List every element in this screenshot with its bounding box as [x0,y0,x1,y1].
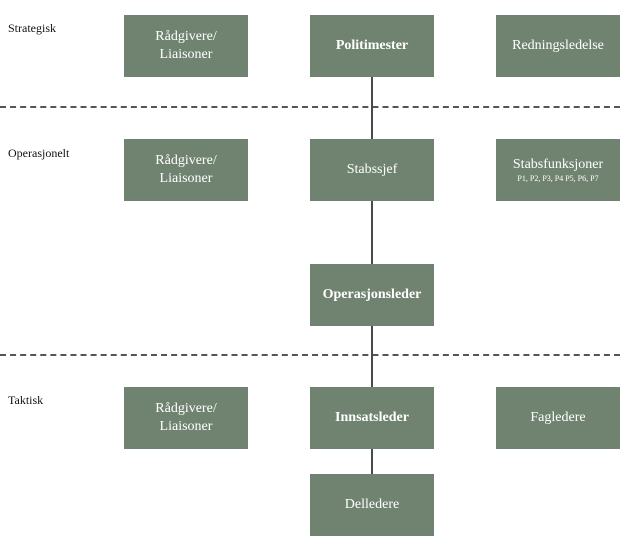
box-police-chief: Politimester [310,15,434,77]
box-incident-commander: Innsatsleder [310,387,434,449]
box-strategic-advisors: Rådgivere/ Liaisoner [124,15,248,77]
box-rescue-management-label: Redningsledelse [512,38,604,53]
connector-incident-commander-to-sub-leaders [371,449,373,474]
box-sub-leaders: Delledere [310,474,434,536]
box-chief-of-staff: Stabssjef [310,139,434,201]
box-operational-advisors-label: Rådgivere/ Liaisoner [155,153,217,186]
level-label-strategic: Strategisk [8,21,56,35]
box-specialist-leaders-label: Fagledere [530,410,586,425]
box-staff-functions: Stabsfunksjoner P1, P2, P3, P4 P5, P6, P… [496,139,620,201]
box-incident-commander-label: Innsatsleder [335,410,409,425]
connector-operations-leader-to-incident-commander [371,324,373,387]
connector-chief-of-staff-to-operations-leader [371,201,373,264]
box-strategic-advisors-label: Rådgivere/ Liaisoner [155,29,217,62]
box-police-chief-label: Politimester [335,38,409,53]
box-staff-functions-label: Stabsfunksjoner [512,157,604,172]
box-tactical-advisors: Rådgivere/ Liaisoner [124,387,248,449]
level-label-operational: Operasjonelt [8,146,70,160]
connector-police-chief-to-chief-of-staff [371,76,373,139]
box-operational-advisors: Rådgivere/ Liaisoner [124,139,248,201]
box-operations-leader: Operasjonsleder [310,264,434,326]
level-label-tactical: Taktisk [8,393,44,407]
box-rescue-management: Redningsledelse [496,15,620,77]
box-specialist-leaders: Fagledere [496,387,620,449]
box-chief-of-staff-label: Stabssjef [346,162,398,177]
box-sub-leaders-label: Delledere [344,497,400,512]
box-operations-leader-label: Operasjonsleder [322,287,422,302]
box-tactical-advisors-label: Rådgivere/ Liaisoner [155,401,217,434]
box-staff-functions-sublabel: P1, P2, P3, P4 P5, P6, P7 [517,174,599,183]
divider-operational-tactical [0,354,620,356]
divider-strategic-operational [0,106,620,108]
